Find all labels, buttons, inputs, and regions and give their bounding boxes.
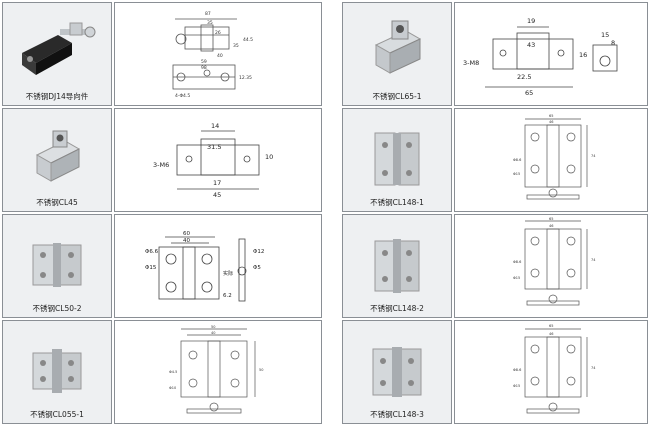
product-photo-cl148-1	[374, 132, 420, 186]
dim-label: 6.2	[223, 293, 232, 299]
product-caption: 不锈钢CL055-1	[30, 410, 84, 419]
dim-label: 19	[527, 17, 535, 25]
dim-label: 3-M6	[153, 161, 169, 169]
dim-label: 50	[259, 368, 263, 372]
technical-drawing-cl148-2: 65 46 74 Φ8.6 Φ15	[513, 217, 596, 306]
dim-label: 65	[549, 114, 553, 118]
technical-drawing-cl65-1: 19 43 16 3-M8 22.5 65 15 8	[463, 17, 618, 97]
drawing-cell-cl45: 14 31.5 10 3-M6 17 45	[114, 108, 322, 212]
product-photo-cl50-2	[32, 243, 82, 287]
product-photo-cl65-1	[374, 20, 422, 74]
dim-label: 74	[591, 154, 596, 158]
dim-label: 3-M8	[463, 59, 479, 67]
dim-label: 35	[233, 43, 239, 49]
drawing-cell-cl148-3: 65 46 74 Φ8.6 Φ15	[454, 320, 648, 424]
product-caption: 不锈钢CL50-2	[32, 304, 82, 313]
dim-label: 16	[579, 51, 587, 59]
photo-cell-cl148-1: 不锈钢CL148-1	[342, 108, 452, 212]
photo-cell-cl055-1: 不锈钢CL055-1	[2, 320, 112, 424]
dim-label: 17	[213, 179, 221, 187]
dim-label: 46	[549, 120, 553, 124]
photo-cell-cl50-2: 不锈钢CL50-2	[2, 214, 112, 318]
dim-label: 44.5	[243, 37, 253, 43]
drawing-cell-cl65-1: 19 43 16 3-M8 22.5 65 15 8	[454, 2, 648, 106]
product-caption: 不锈钢CL65-1	[372, 92, 422, 101]
technical-drawing-cl148-3: 65 46 74 Φ8.6 Φ15	[513, 324, 596, 414]
technical-drawing-cl50-2: 60 40 Φ6.6 Φ15 Φ12 Φ5 6.2 实际	[145, 231, 264, 302]
drawing-cell-dj14: 87 35 26 44.5 35 40 59 98 12.35 4-Φ4.5	[114, 2, 322, 106]
dim-label: 31.5	[207, 143, 221, 151]
dim-label: 87	[205, 11, 211, 17]
photo-cell-dj14: 不锈钢DJ14导向件	[2, 2, 112, 106]
drawing-cell-cl148-2: 65 46 74 Φ8.6 Φ15	[454, 214, 648, 318]
product-caption: 不锈钢CL148-3	[370, 410, 424, 419]
dim-label: 65	[525, 89, 533, 97]
dim-label: 35	[207, 20, 213, 26]
dim-label: 65	[549, 324, 553, 328]
dim-label: Φ15	[513, 384, 520, 388]
dim-label: Φ8.6	[513, 158, 521, 162]
dim-label: Φ8.6	[513, 260, 521, 264]
dim-label: Φ8.6	[513, 368, 521, 372]
dim-label: 8	[611, 39, 615, 47]
dim-label: Φ12	[253, 249, 264, 255]
product-caption: 不锈钢CL148-1	[370, 198, 424, 207]
dim-label: 26	[215, 30, 221, 36]
dim-label: 12.35	[239, 75, 252, 81]
technical-drawing-dj14: 87 35 26 44.5 35 40 59 98 12.35 4-Φ4.5	[172, 11, 253, 99]
technical-drawing-cl055-1: 50 40 Φ4.5 Φ10 50	[169, 325, 263, 414]
product-caption: 不锈钢CL148-2	[370, 304, 424, 313]
photo-cell-cl45: 不锈钢CL45	[2, 108, 112, 212]
dim-label: 46	[549, 224, 553, 228]
dim-label: 40	[183, 238, 190, 244]
product-photo-cl055-1	[32, 349, 82, 393]
dim-label: Φ15	[513, 172, 520, 176]
dim-label: 43	[527, 41, 535, 49]
dim-label: Φ4.5	[169, 370, 177, 374]
product-photo-cl45	[35, 130, 81, 182]
dim-label: 15	[601, 31, 609, 39]
dim-label: 50	[211, 325, 215, 329]
product-photo-cl148-3	[372, 347, 422, 397]
product-caption: 不锈钢DJ14导向件	[25, 92, 89, 101]
dim-label: 实际	[223, 270, 233, 277]
dim-label: Φ10	[169, 386, 176, 390]
dim-label: 74	[591, 258, 596, 262]
dim-label: 60	[183, 231, 190, 237]
technical-drawing-cl148-1: 65 46 74 Φ8.6 Φ15	[513, 114, 596, 200]
dim-label: 74	[591, 366, 596, 370]
dim-label: Φ15	[145, 265, 157, 271]
dim-label: 45	[213, 191, 221, 199]
dim-label: 59	[201, 59, 207, 65]
photo-cell-cl148-2: 不锈钢CL148-2	[342, 214, 452, 318]
dim-label: Φ5	[253, 265, 261, 271]
technical-drawing-cl45: 14 31.5 10 3-M6 17 45	[153, 122, 273, 199]
dim-label: 10	[265, 153, 273, 161]
dim-label: 46	[549, 332, 553, 336]
dim-label: 4-Φ4.5	[175, 93, 190, 99]
product-photo-cl148-2	[374, 239, 420, 293]
drawing-cell-cl148-1: 65 46 74 Φ8.6 Φ15	[454, 108, 648, 212]
product-photo-dj14	[22, 22, 96, 75]
drawing-cell-cl50-2: 60 40 Φ6.6 Φ15 Φ12 Φ5 6.2 实际	[114, 214, 322, 318]
product-caption: 不锈钢CL45	[36, 198, 78, 207]
dim-label: Φ15	[513, 276, 520, 280]
drawing-cell-cl055-1: 50 40 Φ4.5 Φ10 50	[114, 320, 322, 424]
dim-label: 65	[549, 217, 553, 221]
dim-label: 40	[217, 53, 223, 59]
dim-label: 98	[201, 65, 207, 71]
dim-label: 14	[211, 122, 219, 130]
photo-cell-cl148-3: 不锈钢CL148-3	[342, 320, 452, 424]
photo-cell-cl65-1: 不锈钢CL65-1	[342, 2, 452, 106]
dim-label: 22.5	[517, 73, 531, 81]
dim-label: Φ6.6	[145, 249, 159, 255]
dim-label: 40	[211, 331, 215, 335]
